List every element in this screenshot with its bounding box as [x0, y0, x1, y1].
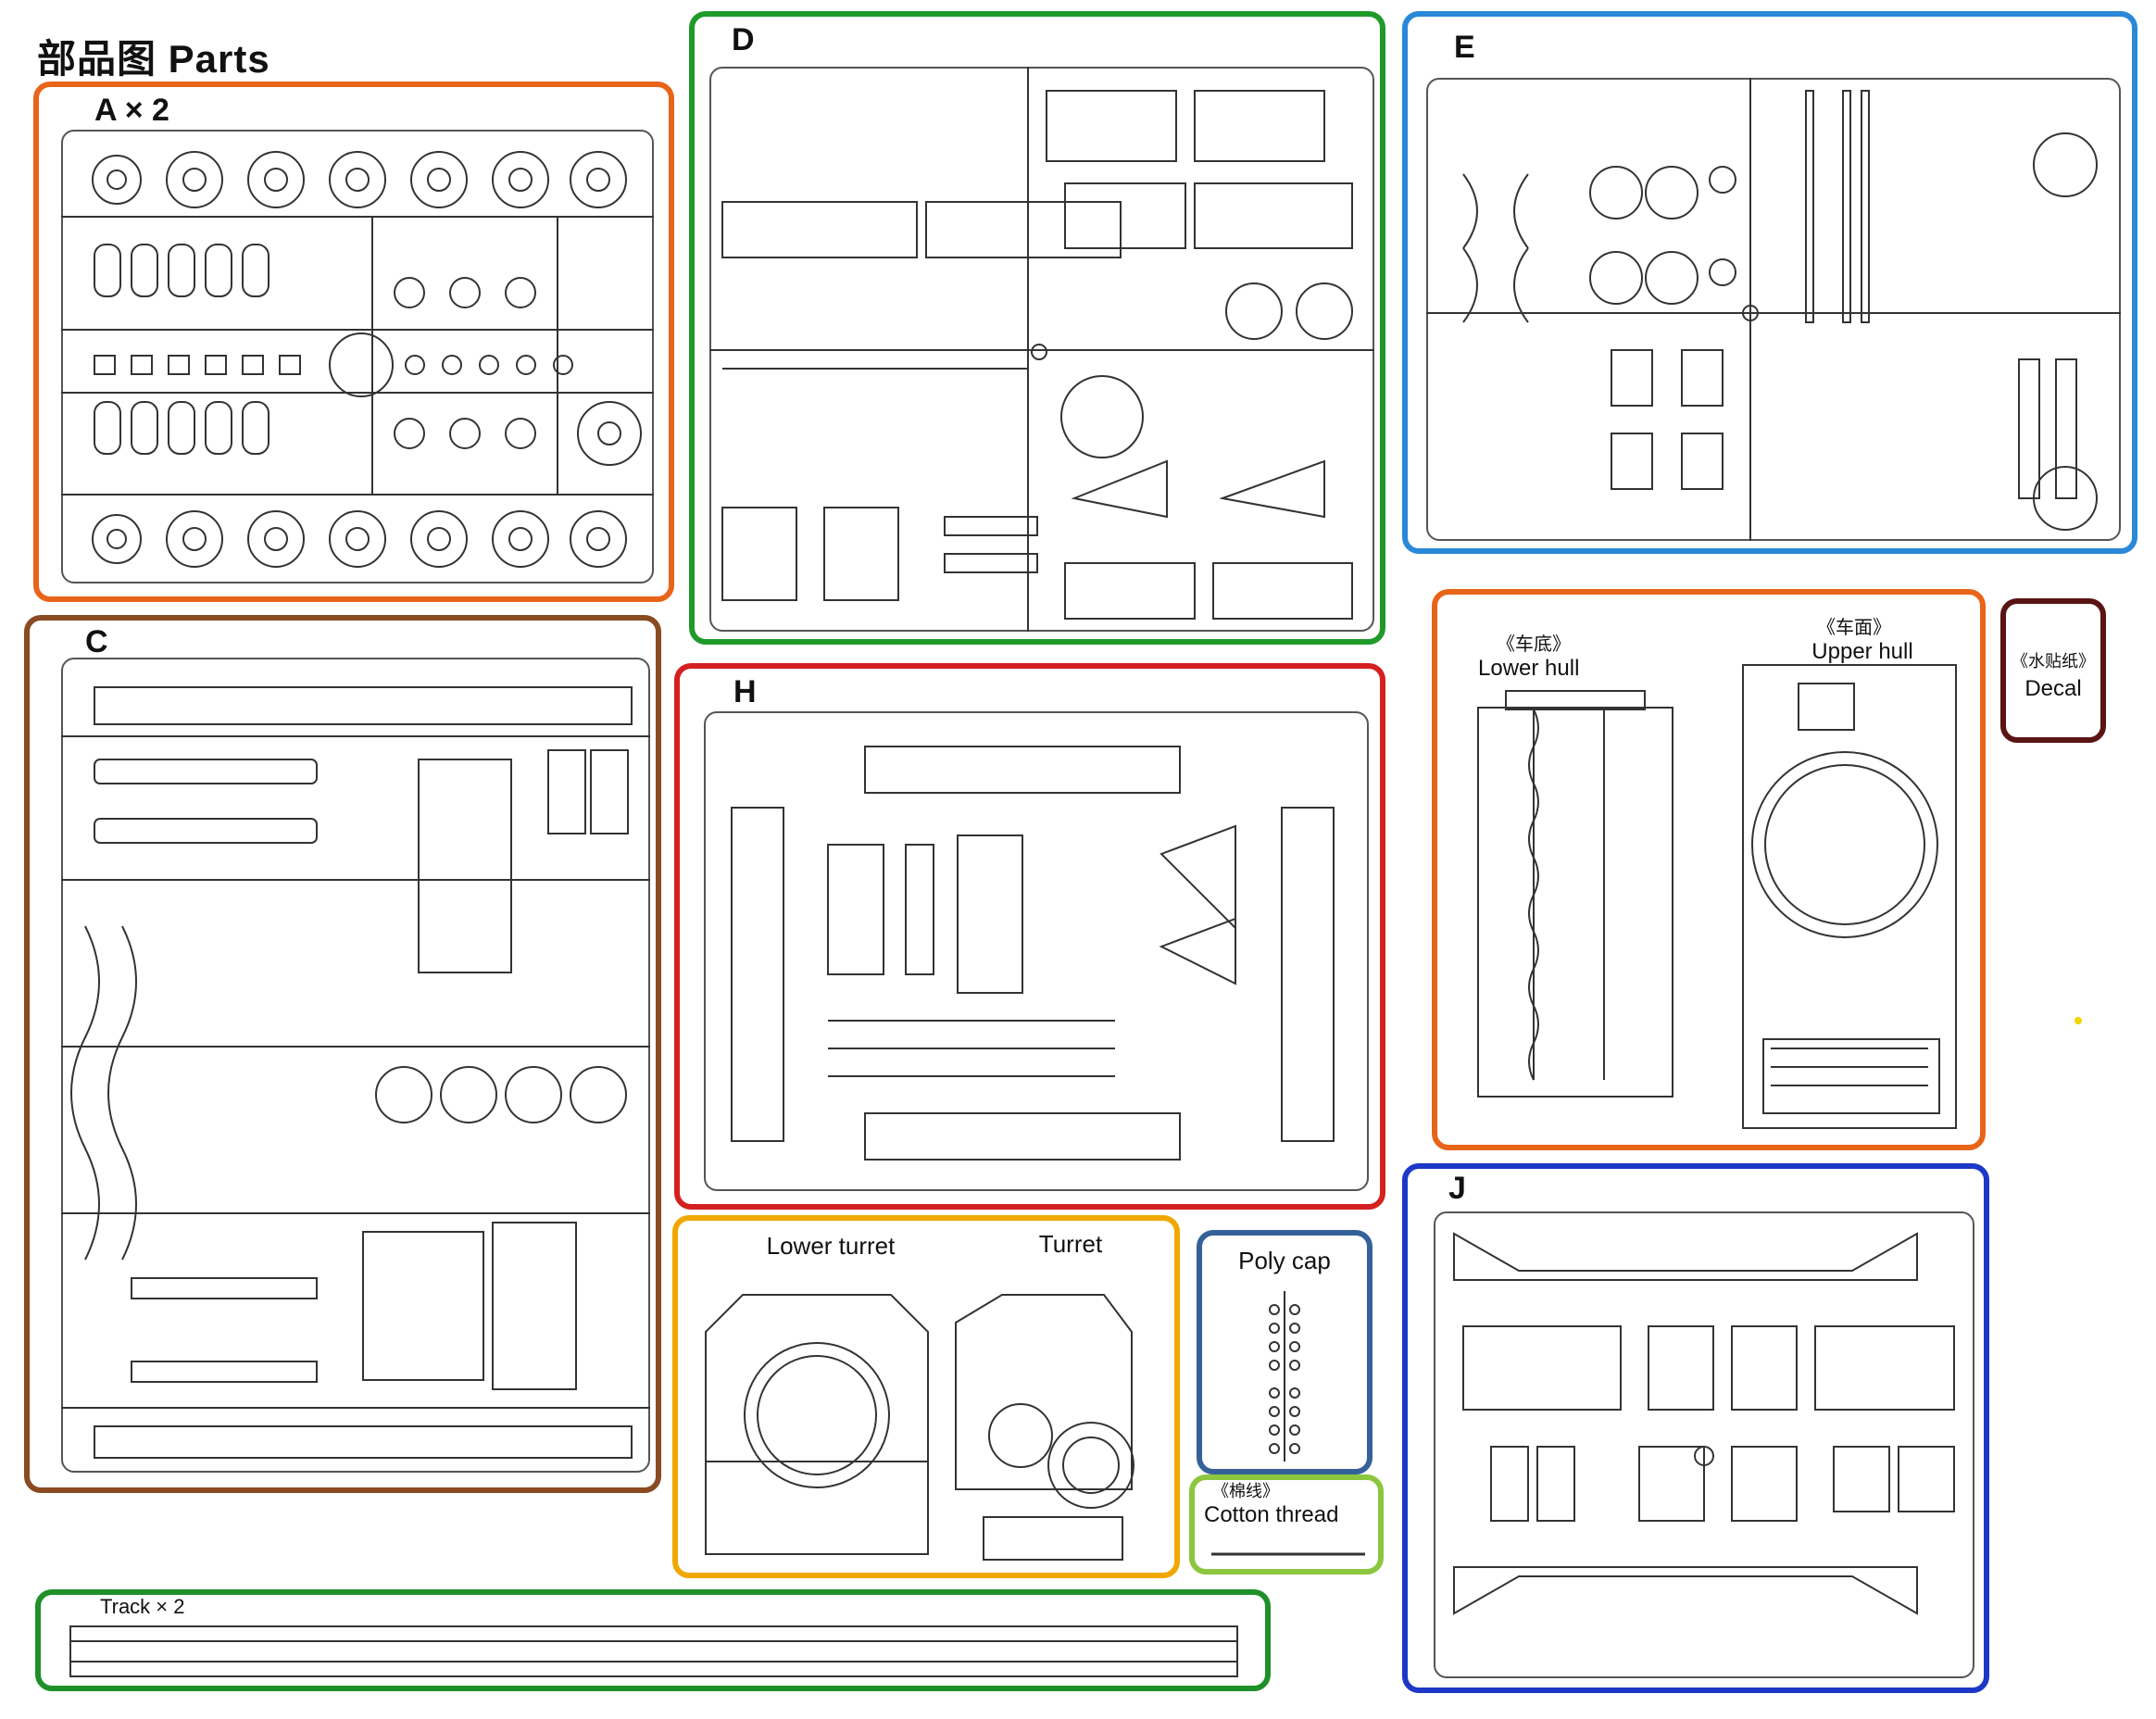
sprue-j-parts-icon — [1453, 1232, 1955, 1615]
sprue-h-parts-icon — [731, 746, 1335, 1161]
poly-cap-icon — [1269, 1291, 1300, 1462]
lower-hull-cn: 《车底》 — [1497, 634, 1571, 655]
sprue-a-runner — [61, 130, 654, 583]
sprue-d-label: D — [732, 22, 755, 57]
cotton-thread-frame: 《棉线》 Cotton thread — [1189, 1474, 1384, 1575]
decal-cn: 《水贴纸》 — [2012, 652, 2095, 671]
hull-frame: 《车底》 Lower hull 《车面》 Upper hull — [1432, 589, 1986, 1150]
sprue-j-label: J — [1448, 1171, 1466, 1206]
turret-label: Turret — [1038, 1230, 1103, 1258]
sprue-a-frame: A × 2 — [33, 82, 674, 602]
decal-frame: 《水贴纸》 Decal — [2000, 598, 2106, 743]
road-wheel-icon — [61, 151, 654, 568]
sprue-e-parts-icon — [1426, 78, 2121, 541]
sprue-e-label: E — [1454, 30, 1475, 65]
poly-cap-label: Poly cap — [1238, 1247, 1331, 1274]
track-links-icon — [69, 1625, 1238, 1677]
hull-outline-icon — [1477, 664, 1957, 1129]
poly-cap-frame: Poly cap — [1197, 1230, 1373, 1474]
cotton-thread-icon — [1211, 1552, 1365, 1556]
sprue-e-runner — [1426, 78, 2121, 541]
track-frame: Track × 2 — [35, 1589, 1271, 1691]
sprue-c-runner — [61, 658, 650, 1473]
sprue-c-parts-icon — [61, 686, 650, 1459]
turret-outline-icon — [705, 1294, 1134, 1561]
sprue-a-label: A × 2 — [94, 93, 169, 128]
sprue-c-frame: C — [24, 615, 661, 1493]
sprue-d-parts-icon — [709, 67, 1374, 632]
sprue-j-frame: J — [1402, 1163, 1989, 1693]
track-label: Track × 2 — [100, 1595, 185, 1618]
sprue-h-frame: H — [674, 663, 1385, 1210]
turret-frame: Lower turret Turret — [672, 1215, 1180, 1578]
sprue-e-frame: E — [1402, 11, 2137, 554]
decal-en: Decal — [2024, 676, 2082, 701]
upper-hull-cn: 《车面》 — [1817, 618, 1891, 638]
page-title: 部品图 Parts — [37, 37, 270, 81]
lower-turret-label: Lower turret — [766, 1232, 896, 1260]
sprue-h-label: H — [733, 674, 757, 709]
cotton-thread-en: Cotton thread — [1204, 1502, 1339, 1527]
sprue-j-runner — [1434, 1211, 1974, 1678]
lower-hull-en: Lower hull — [1478, 656, 1580, 681]
upper-hull-en: Upper hull — [1811, 639, 1913, 664]
yellow-marker-dot — [2075, 1017, 2082, 1024]
sprue-d-frame: D — [689, 11, 1385, 645]
cotton-thread-cn: 《棉线》 — [1212, 1482, 1279, 1500]
sprue-c-label: C — [85, 624, 108, 659]
sprue-h-runner — [704, 711, 1369, 1191]
